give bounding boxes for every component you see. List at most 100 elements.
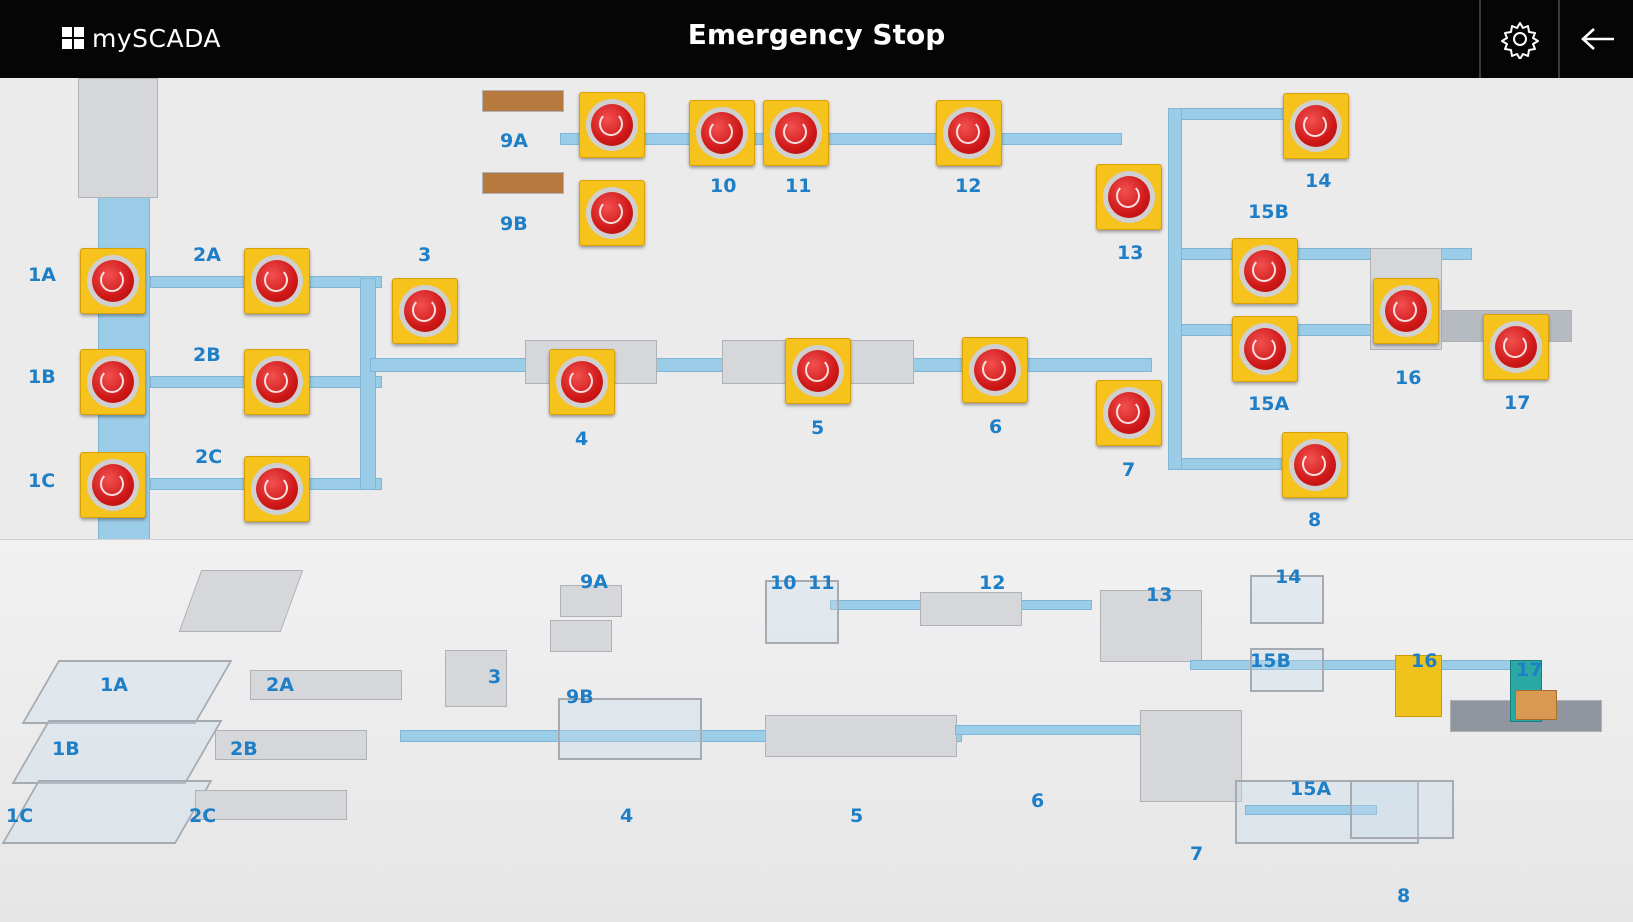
estop-8[interactable]: [1282, 432, 1348, 498]
machine: [560, 585, 622, 617]
conveyor: [1170, 108, 1292, 120]
estop-7[interactable]: [1096, 380, 1162, 446]
plant-label-14: 14: [1275, 566, 1302, 588]
estop-label-13: 13: [1117, 242, 1144, 264]
robot-arm: [1395, 655, 1442, 717]
estop-label-2B: 2B: [193, 344, 221, 366]
plant-3d-view: [0, 539, 1633, 922]
plant-label-12: 12: [979, 572, 1006, 594]
estop-17[interactable]: [1483, 314, 1549, 380]
plant-label-3: 3: [488, 666, 502, 688]
machine: [920, 592, 1022, 626]
plant-label-6: 6: [1031, 790, 1045, 812]
machine-frame: [1250, 575, 1324, 624]
estop-6[interactable]: [962, 337, 1028, 403]
gear-icon: [1501, 22, 1539, 59]
estop-1B[interactable]: [80, 349, 146, 415]
machine-frame: [1250, 648, 1324, 692]
estop-label-3: 3: [418, 244, 432, 266]
estop-label-10: 10: [710, 175, 737, 197]
machine: [215, 730, 367, 760]
estop-10[interactable]: [689, 100, 755, 166]
oven-3d: [178, 570, 304, 632]
estop-1A[interactable]: [80, 248, 146, 314]
estop-label-8: 8: [1308, 509, 1322, 531]
plant-label-16: 16: [1411, 650, 1438, 672]
estop-label-2C: 2C: [195, 446, 223, 468]
estop-12[interactable]: [936, 100, 1002, 166]
estop-label-16: 16: [1395, 367, 1422, 389]
brand-name: mySCADA: [92, 23, 221, 53]
brand-logo: mySCADA: [62, 22, 221, 54]
estop-label-7: 7: [1122, 459, 1136, 481]
estop-15A[interactable]: [1232, 316, 1298, 382]
plant-label-15A: 15A: [1290, 778, 1332, 800]
estop-label-12: 12: [955, 175, 982, 197]
conveyor: [1168, 108, 1182, 470]
plant-label-9B: 9B: [566, 686, 594, 708]
logo-mark: [62, 27, 84, 49]
plant-label-2B: 2B: [230, 738, 258, 760]
machine: [1140, 710, 1242, 802]
estop-15B[interactable]: [1232, 238, 1298, 304]
plant-label-1B: 1B: [52, 738, 80, 760]
machine: [550, 620, 612, 652]
estop-9B[interactable]: [579, 180, 645, 246]
estop-5[interactable]: [785, 338, 851, 404]
estop-label-2A: 2A: [193, 244, 221, 266]
conveyor-3d: [1190, 660, 1522, 670]
estop-11[interactable]: [763, 100, 829, 166]
estop-2B[interactable]: [244, 349, 310, 415]
estop-label-11: 11: [785, 175, 812, 197]
plant-label-8: 8: [1397, 885, 1411, 907]
estop-label-1A: 1A: [28, 264, 56, 286]
conveyor-3d: [1245, 805, 1377, 815]
machine-frame: [765, 580, 839, 644]
estop-1C[interactable]: [80, 452, 146, 518]
estop-16[interactable]: [1373, 278, 1439, 344]
plant-label-9A: 9A: [580, 571, 608, 593]
estop-14[interactable]: [1283, 93, 1349, 159]
conveyor-3d: [955, 725, 1147, 735]
estop-label-9A: 9A: [500, 130, 528, 152]
plant-label-4: 4: [620, 805, 634, 827]
estop-label-15A: 15A: [1248, 393, 1290, 415]
plant-label-2A: 2A: [266, 674, 294, 696]
top-bar: mySCADA Emergency Stop: [0, 0, 1633, 78]
plant-label-17: 17: [1516, 659, 1543, 681]
tray: [482, 172, 564, 194]
plant-label-15B: 15B: [1250, 650, 1291, 672]
plant-label-13: 13: [1146, 584, 1173, 606]
plant-label-7: 7: [1190, 843, 1204, 865]
machine: [250, 670, 402, 700]
settings-button[interactable]: [1479, 0, 1559, 78]
estop-2C[interactable]: [244, 456, 310, 522]
machine-frame: [1350, 780, 1454, 839]
estop-label-1B: 1B: [28, 366, 56, 388]
tray: [482, 90, 564, 112]
plant-label-5: 5: [850, 805, 864, 827]
conveyor: [1170, 458, 1292, 470]
machine: [445, 650, 507, 707]
estop-label-5: 5: [811, 417, 825, 439]
estop-3[interactable]: [392, 278, 458, 344]
estop-2A[interactable]: [244, 248, 310, 314]
estop-4[interactable]: [549, 349, 615, 415]
machine: [195, 790, 347, 820]
estop-label-6: 6: [989, 416, 1003, 438]
estop-label-17: 17: [1504, 392, 1531, 414]
plant-label-11: 11: [808, 572, 835, 594]
estop-13[interactable]: [1096, 164, 1162, 230]
estop-label-14: 14: [1305, 170, 1332, 192]
machine: [765, 715, 957, 757]
page-title: Emergency Stop: [687, 18, 946, 51]
machine: [1100, 590, 1202, 662]
estop-9A[interactable]: [579, 92, 645, 158]
oven-machine: [78, 78, 158, 198]
plant-label-1C: 1C: [6, 805, 34, 827]
plant-label-1A: 1A: [100, 674, 128, 696]
estop-label-4: 4: [575, 428, 589, 450]
conveyor: [360, 278, 376, 490]
back-button[interactable]: [1558, 0, 1633, 78]
estop-label-1C: 1C: [28, 470, 56, 492]
